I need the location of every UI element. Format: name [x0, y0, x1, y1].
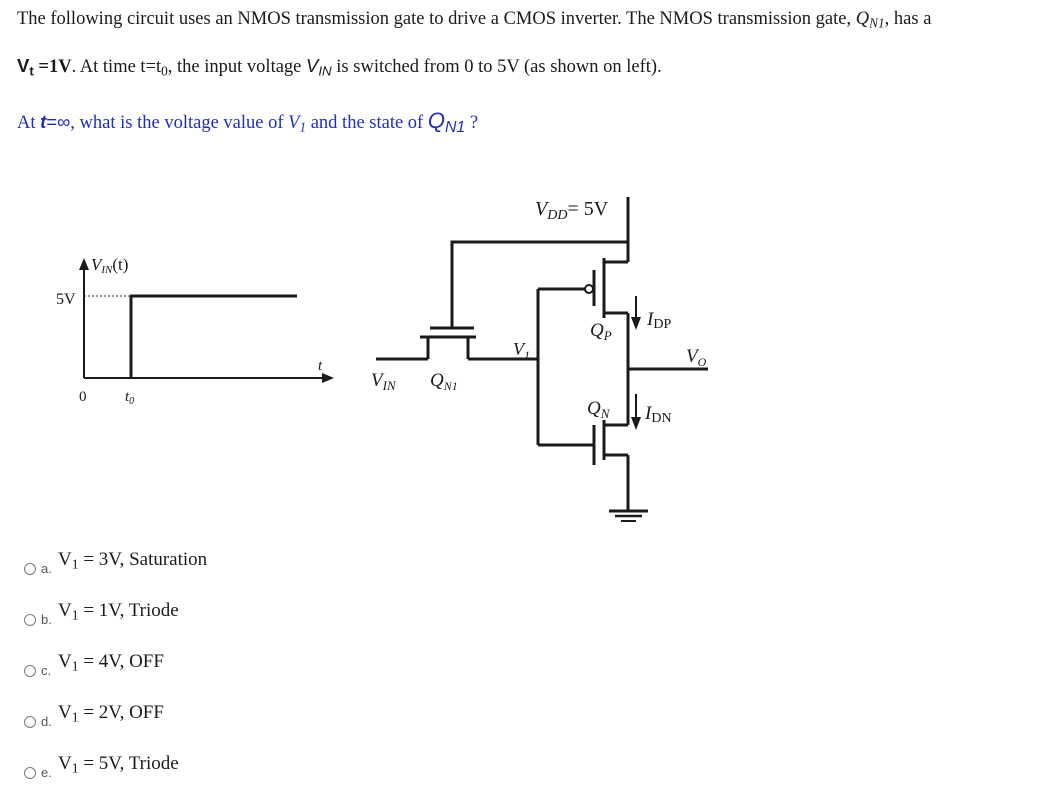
- question-line-2: Vt =1V. At time t=t0, the input voltage …: [17, 55, 662, 79]
- option-d-text: V1 = 2V, OFF: [58, 702, 164, 725]
- option-a-text: V1 = 3V, Saturation: [58, 549, 208, 572]
- idn-arrow-icon: [631, 394, 641, 430]
- question-line-1: The following circuit uses an NMOS trans…: [17, 9, 932, 31]
- vdd-label: VDD= 5V: [535, 198, 609, 223]
- input-waveform-graph: VIN(t) 5V 0 t0 t: [56, 255, 334, 407]
- question-line-3: At t=∞, what is the voltage value of V1 …: [17, 108, 479, 136]
- qn-label: QN: [587, 398, 611, 421]
- graph-y-tick: 5V: [56, 291, 76, 308]
- vin-label: VIN: [371, 370, 397, 393]
- qp-label: QP: [590, 320, 612, 343]
- idp-label: IDP: [646, 309, 671, 332]
- option-c-text: V1 = 4V, OFF: [58, 651, 164, 674]
- radio-button-e[interactable]: [24, 767, 36, 779]
- graph-x-t0: t0: [125, 389, 134, 407]
- v1-symbol: V1: [288, 113, 307, 135]
- qn1-symbol-large: QN1: [427, 108, 466, 136]
- graph-ylabel: VIN(t): [91, 255, 128, 276]
- answer-option-b[interactable]: b. V1 = 1V, Triode: [22, 600, 342, 632]
- qn1-transistor: [420, 326, 476, 339]
- graph-x-zero: 0: [79, 389, 87, 405]
- graph-y-arrow: [79, 258, 89, 270]
- answer-option-e[interactable]: e. V1 = 5V, Triode: [22, 753, 342, 785]
- v1-label: V1: [513, 339, 530, 362]
- ground-icon: [609, 509, 648, 522]
- radio-button-b[interactable]: [24, 614, 36, 626]
- vt-symbol: Vt: [17, 55, 34, 79]
- graph-x-arrow: [322, 373, 334, 383]
- qn-transistor: [592, 420, 606, 465]
- answer-option-d[interactable]: d. V1 = 2V, OFF: [22, 702, 342, 734]
- question-text: The following circuit uses an NMOS trans…: [17, 9, 856, 29]
- qp-transistor: [584, 258, 606, 318]
- answer-option-a[interactable]: a. V1 = 3V, Saturation: [22, 549, 342, 581]
- radio-button-d[interactable]: [24, 716, 36, 728]
- vo-label: VO: [686, 346, 707, 369]
- radio-button-a[interactable]: [24, 563, 36, 575]
- vin-symbol: VIN: [306, 55, 332, 79]
- qn1-symbol: QN1: [855, 9, 885, 31]
- qn1-label: QN1: [430, 370, 458, 393]
- circuit-wires: [376, 197, 708, 510]
- idn-label: IDN: [644, 403, 672, 426]
- radio-button-c[interactable]: [24, 665, 36, 677]
- answer-option-c[interactable]: c. V1 = 4V, OFF: [22, 651, 342, 683]
- graph-x-label: t: [318, 358, 323, 374]
- option-b-text: V1 = 1V, Triode: [58, 600, 179, 623]
- idp-arrow-icon: [631, 296, 641, 330]
- option-e-text: V1 = 5V, Triode: [58, 753, 179, 776]
